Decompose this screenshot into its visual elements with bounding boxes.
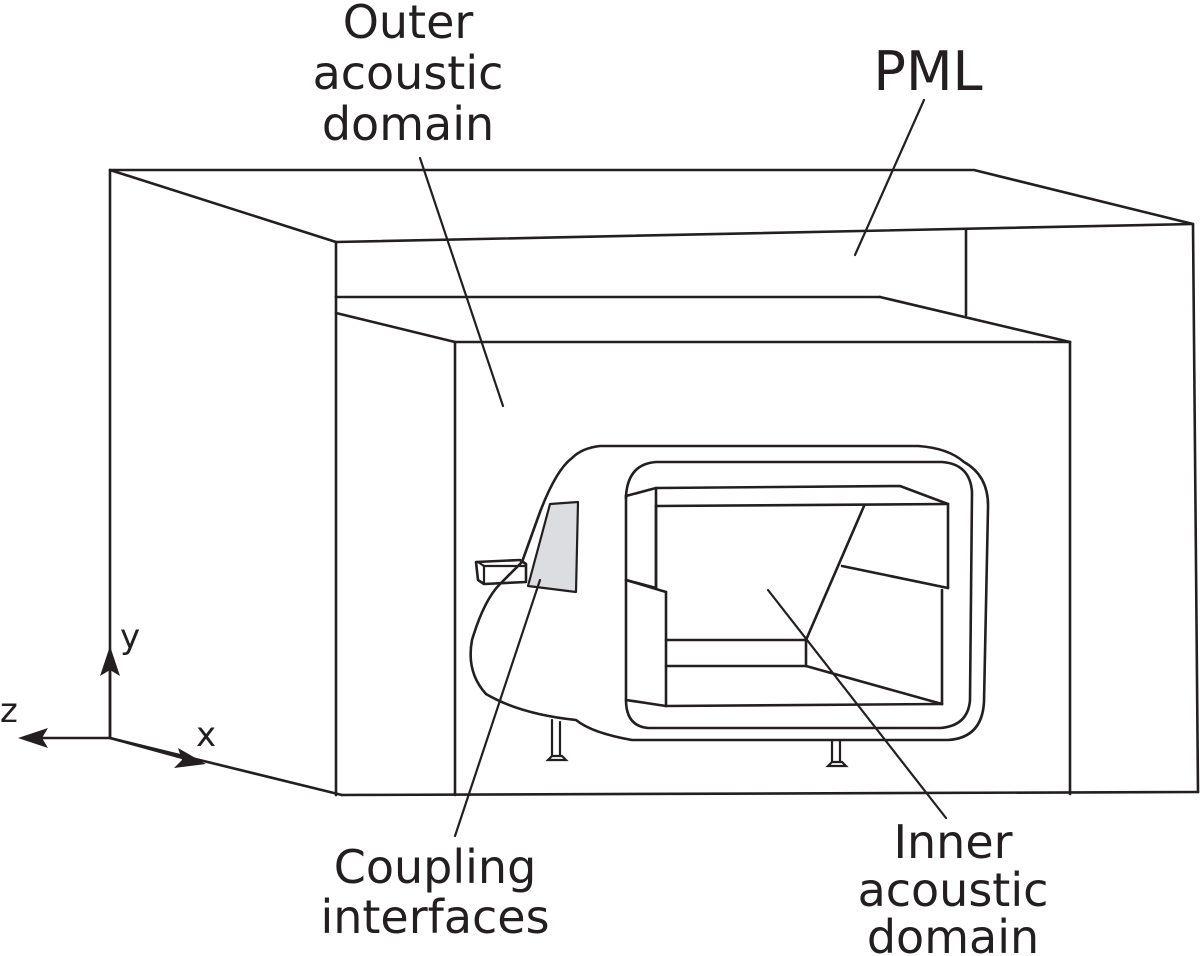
coordinate-axes: y x z [0,617,216,768]
pml-box [108,168,1200,797]
outer-domain-label-line3: domain [322,97,494,151]
vehicle-body [469,444,990,768]
coupling-label: Coupling interfaces [320,840,549,944]
inner-domain-box [624,484,950,708]
inner-domain-label-line1: Inner [893,815,1012,869]
z-axis-label: z [0,691,18,731]
x-axis-label: x [196,715,216,755]
outer-domain-label-line1: Outer [343,0,474,49]
coupling-interfaces [474,500,580,594]
outer-domain-box [334,295,1072,797]
pml-label: PML [873,40,982,103]
coupling-leader [453,578,542,838]
pml-leader [853,98,926,257]
outer-domain-leader [418,156,505,408]
inner-domain-label-line2: acoustic [858,863,1049,917]
coupling-interface-stub [474,558,528,586]
coupling-interface-panel [526,500,580,594]
inner-domain-leader [766,588,948,820]
leader-lines [418,98,948,838]
z-arrowhead [18,728,48,748]
x-arrowhead [174,748,206,768]
coupling-label-line1: Coupling [334,840,537,894]
inner-domain-label: Inner acoustic domain [858,815,1049,956]
coupling-label-line2: interfaces [320,890,549,944]
y-arrowhead [100,646,120,676]
y-axis-label: y [120,617,140,657]
vehicle-legs [545,718,849,768]
outer-domain-label: Outer acoustic domain [313,0,504,151]
outer-domain-label-line2: acoustic [313,46,504,100]
inner-domain-label-line3: domain [867,910,1039,956]
